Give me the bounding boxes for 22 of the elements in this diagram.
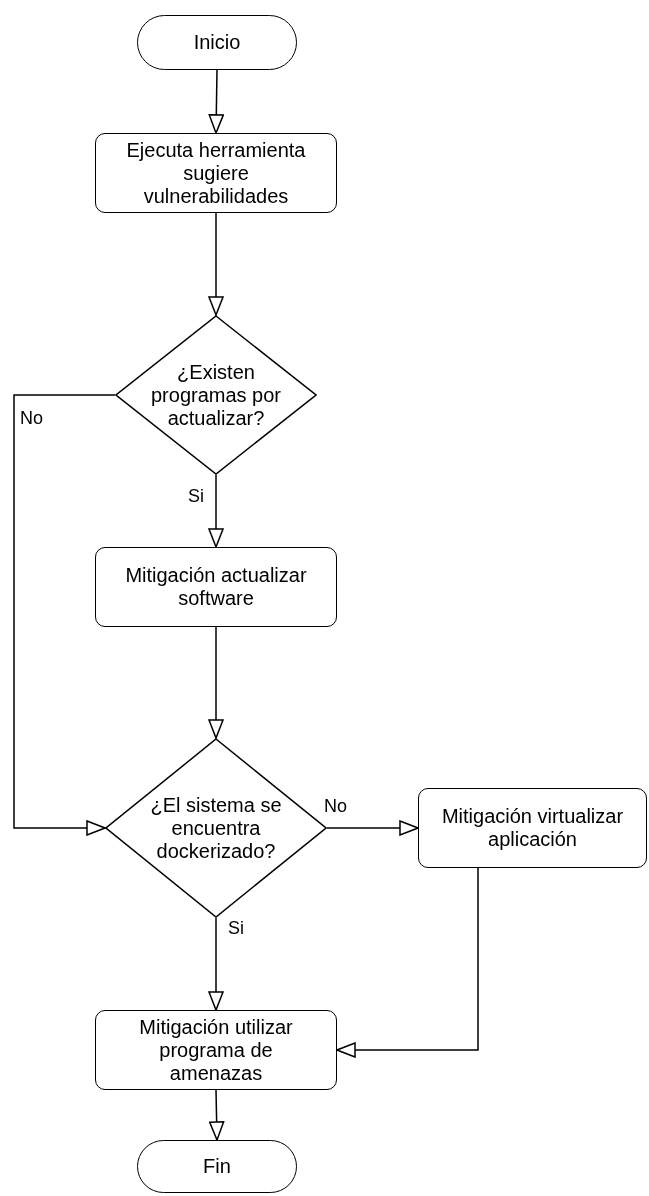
arrow	[208, 626, 224, 739]
terminal-shape	[137, 1140, 297, 1193]
node-text: Mitigación virtualizar aplicación	[440, 805, 625, 851]
process-box	[95, 547, 337, 627]
process-box	[418, 788, 647, 868]
arrow	[208, 69, 225, 134]
node-text: Mitigación utilizar programa de amenazas	[138, 1015, 294, 1085]
arrow	[208, 1089, 225, 1141]
arrow	[208, 212, 224, 316]
node-text: Fin	[203, 1155, 231, 1178]
arrow	[13, 394, 116, 836]
arrow	[326, 820, 419, 836]
arrow	[336, 867, 479, 1058]
node-text: Inicio	[193, 31, 241, 54]
node-text: Mitigación actualizar software	[124, 564, 308, 610]
decision-text: ¿Existen programas por actualizar?	[149, 360, 283, 430]
process-box	[95, 1010, 337, 1090]
arrow	[208, 917, 224, 1011]
decision-text: ¿El sistema se encuentra dockerizado?	[149, 793, 283, 863]
process-box	[95, 133, 337, 213]
arrow	[208, 474, 224, 548]
node-text: Ejecuta herramienta sugiere vulnerabilidades	[125, 138, 307, 208]
